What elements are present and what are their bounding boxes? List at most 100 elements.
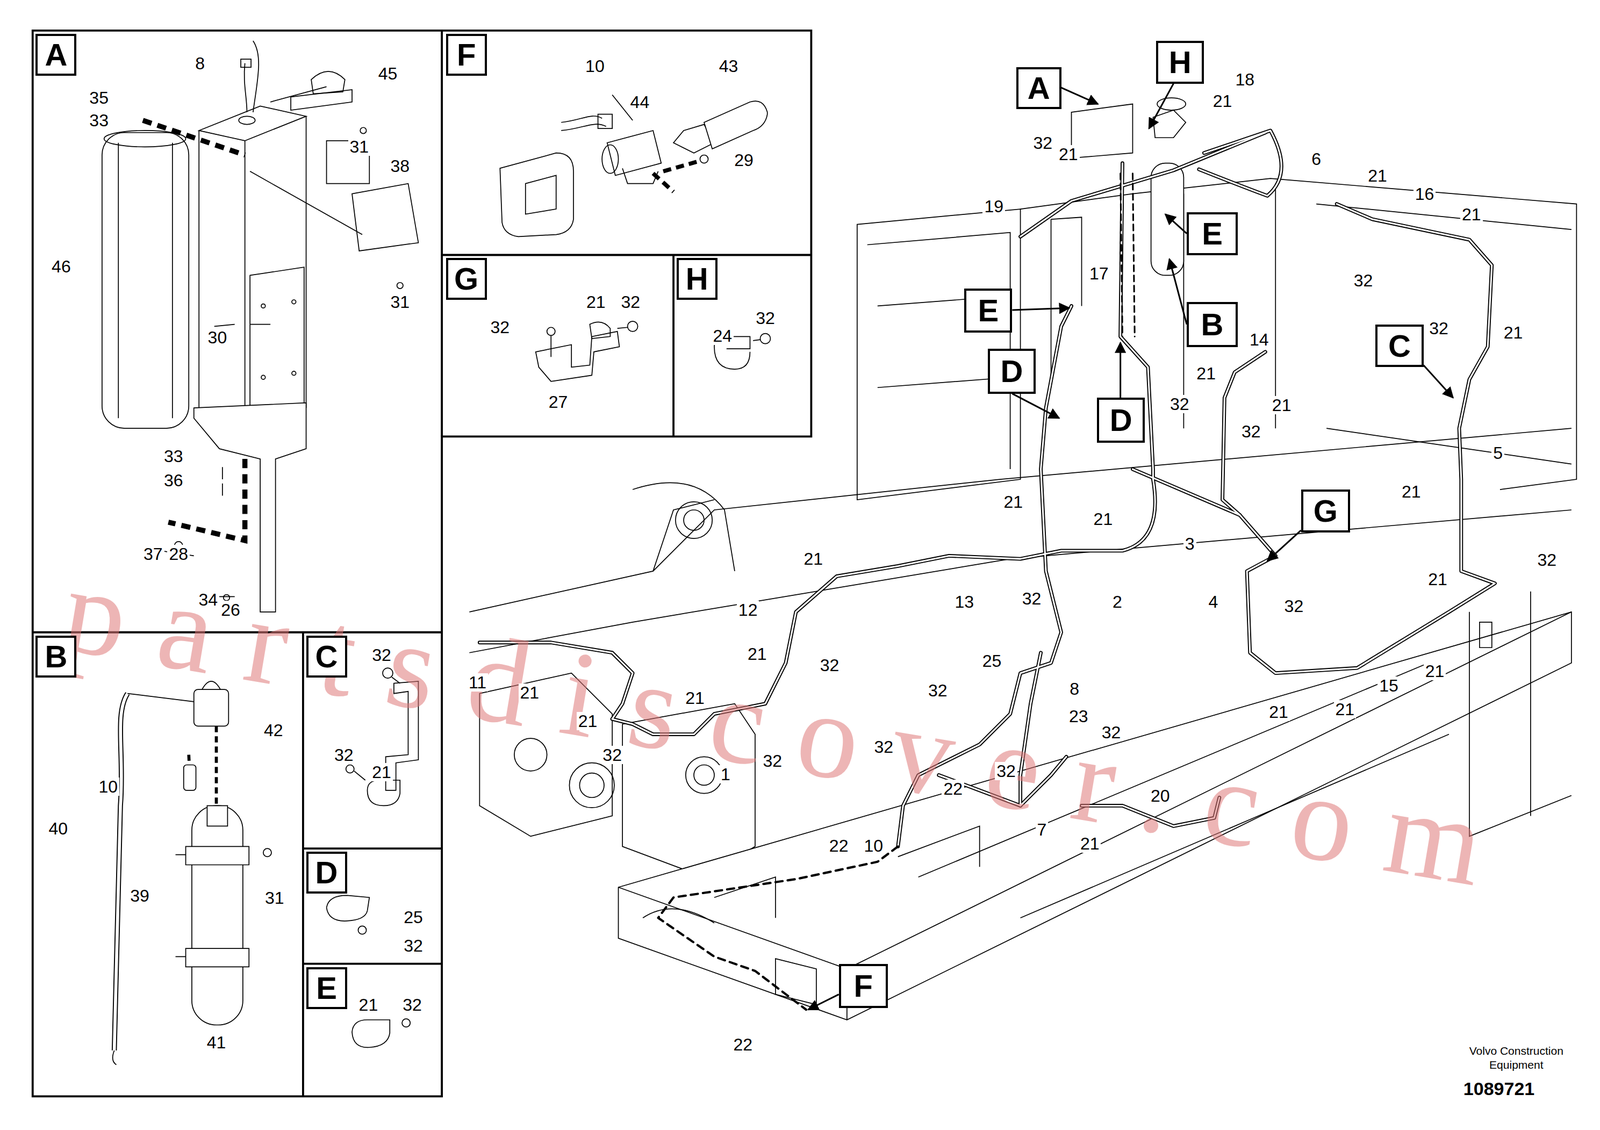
callout-number: 32 (1282, 597, 1306, 616)
callout-number: 32 (754, 309, 777, 328)
callout-number: 21 (1423, 662, 1447, 681)
callout-number: 21 (518, 683, 542, 702)
callout-letter: F (853, 970, 873, 1002)
callout-number: 32 (600, 745, 624, 765)
callout-number: 21 (1092, 510, 1115, 529)
callout-number: 8 (193, 54, 207, 73)
callout-letter-box: E (964, 288, 1013, 333)
callout-number: 32 (872, 737, 895, 757)
callout-number: 22 (941, 779, 965, 799)
callout-letter-box: H (676, 257, 718, 300)
callout-number: 21 (370, 763, 393, 782)
callout-number: 21 (801, 549, 825, 569)
callout-letter: G (1313, 495, 1338, 527)
callout-number: 32 (818, 656, 842, 675)
callout-letter-box: A (35, 33, 77, 76)
callout-number: 2 (1110, 592, 1124, 612)
callout-number: 1 (719, 765, 733, 784)
callout-number: 16 (1413, 184, 1437, 204)
callout-number: 32 (761, 751, 784, 771)
callout-letter-box: F (838, 964, 888, 1009)
callout-number: 21 (1400, 482, 1423, 501)
detail-g-h (535, 321, 771, 382)
callout-number: 21 (1460, 205, 1483, 224)
callout-letter-box: H (1156, 40, 1204, 84)
callout-number: 4 (1207, 592, 1221, 612)
callout-letter: D (315, 857, 339, 889)
callout-number: 40 (46, 819, 70, 838)
callout-letter: F (456, 39, 476, 71)
callout-number: 30 (206, 328, 229, 347)
callout-number: 22 (731, 1035, 755, 1054)
callout-number: 21 (683, 689, 707, 708)
callout-letter-box: D (306, 851, 348, 894)
callout-number: 31 (348, 137, 371, 156)
callout-number: 31 (388, 292, 412, 312)
detail-b (112, 681, 272, 1066)
detail-f (499, 95, 767, 238)
callout-number: 21 (1002, 492, 1025, 512)
callout-number: 32 (1020, 589, 1044, 608)
callout-number: 21 (1078, 834, 1102, 853)
callout-number: 7 (1035, 820, 1049, 839)
callout-number: 32 (332, 745, 356, 765)
callout-number: 43 (717, 56, 741, 76)
callout-number: 32 (1352, 271, 1375, 290)
callout-number: 32 (619, 292, 643, 312)
callout-number: 21 (576, 712, 600, 731)
callout-number: 38 (388, 156, 412, 176)
callout-number: 34 (197, 590, 220, 609)
callout-letter-box: G (446, 257, 487, 300)
callout-letter-box: B (35, 635, 77, 678)
callout-number: 32 (402, 936, 425, 956)
callout-number: 33 (162, 447, 185, 466)
callout-letter-box: A (1016, 67, 1062, 110)
callout-number: 28 (167, 544, 190, 564)
callout-number: 45 (376, 64, 400, 83)
callout-letter-box: G (1301, 489, 1351, 533)
callout-letter: C (315, 641, 339, 673)
callout-number: 44 (628, 92, 652, 112)
callout-number: 22 (827, 836, 851, 856)
callout-letter: H (685, 263, 709, 295)
callout-number: 32 (400, 995, 424, 1015)
callout-number: 18 (1233, 70, 1257, 89)
callout-number: 21 (1194, 364, 1218, 383)
callout-letter: E (977, 295, 999, 327)
callout-number: 21 (1267, 702, 1290, 722)
callout-number: 26 (219, 600, 242, 620)
callout-letter-box: C (306, 635, 348, 678)
detail-a (102, 40, 419, 613)
callout-number: 21 (1366, 166, 1389, 185)
callout-letter: E (1201, 218, 1223, 250)
callout-number: 32 (489, 318, 512, 337)
callout-number: 10 (96, 777, 120, 796)
callout-number: 31 (263, 888, 286, 908)
callout-number: 46 (49, 257, 73, 276)
callout-number: 8 (1067, 679, 1081, 699)
callout-number: 21 (1502, 323, 1525, 342)
callout-number: 14 (1247, 330, 1271, 349)
callout-letter: H (1168, 46, 1192, 78)
callout-letter-box: B (1186, 302, 1238, 348)
callout-number: 10 (583, 56, 607, 76)
callout-letter-box: D (1096, 397, 1145, 443)
callout-number: 32 (1100, 723, 1123, 742)
callout-number: 21 (357, 995, 380, 1015)
callout-number: 3 (1183, 534, 1197, 554)
callout-letter: A (1027, 72, 1051, 104)
callout-number: 36 (162, 471, 185, 490)
callout-number: 32 (370, 646, 393, 665)
callout-letter: A (44, 39, 68, 71)
callout-number: 11 (467, 673, 489, 692)
manufacturer-name: Volvo Construction Equipment (1454, 1044, 1578, 1073)
callout-number: 42 (262, 721, 285, 740)
callout-number: 37 (141, 544, 165, 564)
callout-number: 32 (1535, 550, 1559, 570)
callout-number: 13 (952, 592, 976, 612)
callout-number: 20 (1149, 786, 1172, 806)
callout-number: 32 (926, 681, 950, 700)
callout-letter-box: E (306, 967, 348, 1010)
callout-number: 21 (1211, 91, 1234, 111)
